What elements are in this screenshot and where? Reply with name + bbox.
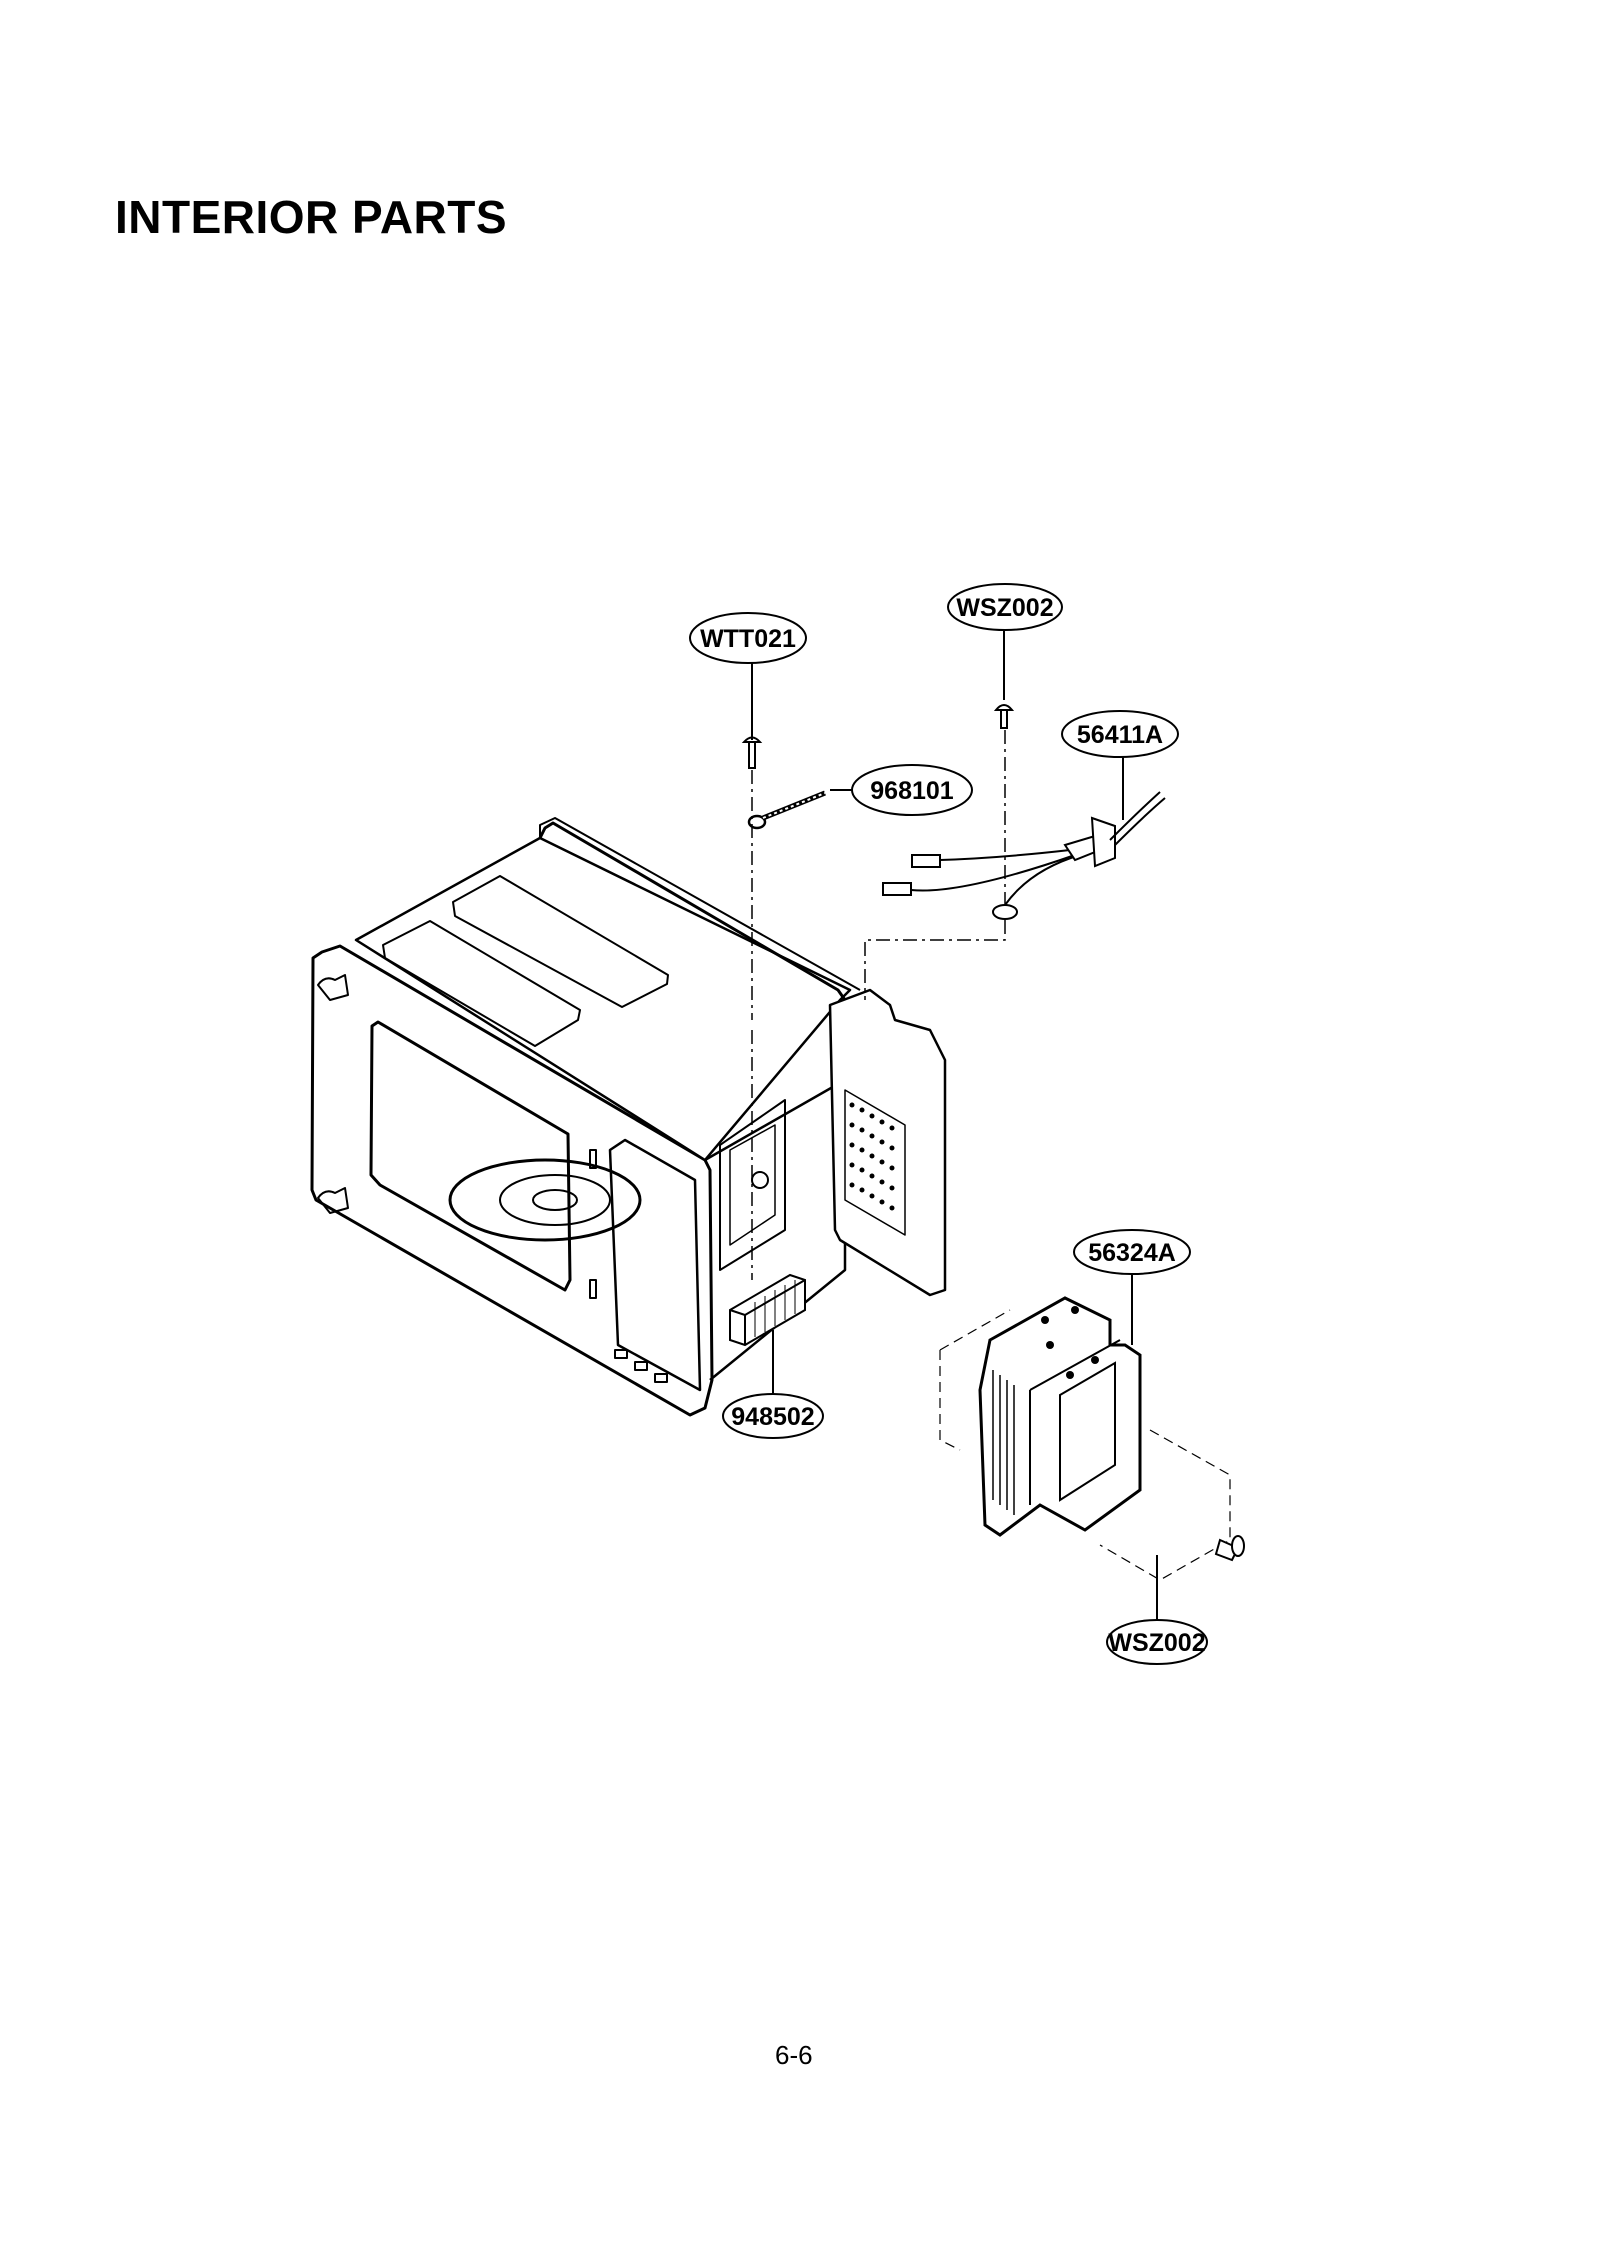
leader-lines — [751, 630, 1158, 1620]
callout-wsz002-top: WSZ002 — [947, 583, 1063, 631]
vent-perforations — [849, 1102, 895, 1211]
ferrite-block-part — [729, 1273, 806, 1347]
callout-wsz002-bottom: WSZ002 — [1106, 1619, 1208, 1665]
callout-wtt021: WTT021 — [689, 612, 807, 664]
callout-label: 948502 — [731, 1403, 814, 1431]
callout-56324a: 56324A — [1073, 1229, 1191, 1275]
callout-label: 56411A — [1077, 721, 1163, 749]
callout-label: WSZ002 — [956, 594, 1053, 622]
callout-label: 56324A — [1088, 1239, 1176, 1267]
page-number: 6-6 — [775, 2040, 813, 2070]
callout-label: 968101 — [870, 777, 954, 805]
callout-label: WTT021 — [700, 625, 796, 653]
screw-wtt021 — [741, 736, 763, 769]
screw-wsz002-bottom — [1214, 1535, 1245, 1562]
wire-harness-part — [882, 791, 1166, 920]
callout-948502: 948502 — [722, 1393, 824, 1439]
spring-part — [747, 790, 826, 830]
callout-968101: 968101 — [851, 764, 973, 816]
magnetron-part — [939, 1296, 1231, 1581]
assembly-guide-lines — [751, 730, 1006, 1280]
screw-wsz002-top — [993, 704, 1015, 729]
page-title: INTERIOR PARTS — [115, 191, 508, 243]
callout-label: WSZ002 — [1108, 1629, 1205, 1657]
callout-56411a: 56411A — [1061, 710, 1179, 758]
oven-cavity — [310, 817, 947, 1417]
